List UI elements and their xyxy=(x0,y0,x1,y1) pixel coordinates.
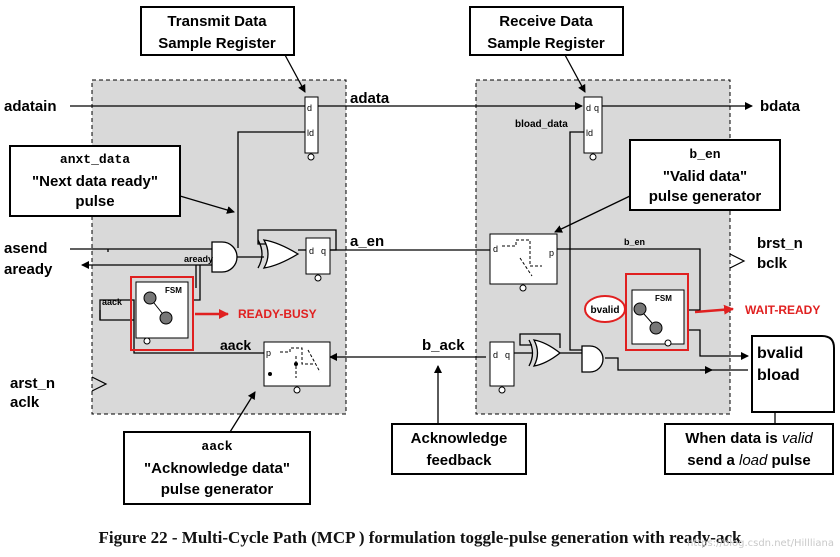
fsm-b-highlight xyxy=(625,273,689,351)
callout-b-en: b_en "Valid data" pulse generator xyxy=(554,139,781,233)
asend-label: asend xyxy=(4,240,47,257)
svg-text:Receive Data: Receive Data xyxy=(499,13,593,30)
xor-gate-a xyxy=(257,239,300,269)
svg-text:Sample Register: Sample Register xyxy=(158,35,276,52)
svg-text:p: p xyxy=(266,348,271,358)
svg-text:d: d xyxy=(493,244,498,254)
aack-pulse-generator: p xyxy=(263,341,331,394)
arst-n-label: arst_n xyxy=(10,375,55,392)
wait-ready-arrow xyxy=(694,304,734,315)
xor-gate-b xyxy=(528,339,562,367)
toggle-ff-a: d q xyxy=(305,237,331,282)
svg-text:"Next data ready": "Next data ready" xyxy=(32,173,158,190)
bvalid-out-label: bvalid xyxy=(757,345,803,362)
fsm-a: FSM xyxy=(135,281,189,345)
and-gate-b xyxy=(581,345,604,373)
b-en-pulse-generator: d p xyxy=(489,233,558,292)
and-gate-a xyxy=(211,241,238,273)
svg-text:Acknowledge: Acknowledge xyxy=(411,430,508,447)
aclk-label: aclk xyxy=(10,394,40,411)
adata-label: adata xyxy=(350,90,390,107)
svg-text:pulse: pulse xyxy=(75,193,114,210)
callout-ack-feedback: Acknowledge feedback xyxy=(391,365,527,475)
bvalid-label: bvalid xyxy=(591,305,620,316)
fsm-b: FSM xyxy=(631,289,685,347)
rx-data-register: d q ld xyxy=(583,96,603,161)
bload-out-label: bload xyxy=(757,367,800,384)
svg-text:q: q xyxy=(505,350,510,360)
b-ack-label: b_ack xyxy=(422,337,465,354)
aready-out-label: aready xyxy=(4,261,53,278)
svg-text:FSM: FSM xyxy=(655,294,672,303)
svg-text:d: d xyxy=(309,246,314,256)
tx-data-register: d ld xyxy=(304,96,319,161)
bclk-label: bclk xyxy=(757,255,788,272)
svg-text:q: q xyxy=(594,103,599,113)
svg-text:d: d xyxy=(307,103,312,113)
b-sync-ff: d q xyxy=(489,341,515,394)
aack-int-label: aack xyxy=(102,297,123,307)
svg-text:b_en: b_en xyxy=(689,147,720,162)
svg-text:pulse generator: pulse generator xyxy=(649,188,762,205)
svg-text:When data is valid: When data is valid xyxy=(685,430,813,447)
brst-n-label: brst_n xyxy=(757,235,803,252)
svg-text:"Valid data": "Valid data" xyxy=(663,168,747,185)
svg-text:pulse generator: pulse generator xyxy=(161,481,274,498)
svg-text:p: p xyxy=(549,248,554,258)
callout-transmit: Transmit Data Sample Register xyxy=(140,6,306,93)
watermark: https://blog.csdn.net/Hillliana xyxy=(687,538,834,549)
aack-big-label: aack xyxy=(220,337,251,353)
svg-text:q: q xyxy=(321,246,326,256)
clock-reset-inputs xyxy=(91,253,746,392)
svg-text:Sample Register: Sample Register xyxy=(487,35,605,52)
a-en-label: a_en xyxy=(350,233,384,250)
svg-text:"Acknowledge data": "Acknowledge data" xyxy=(144,460,290,477)
b-en-int-label: b_en xyxy=(624,237,645,247)
wait-ready-label: WAIT-READY xyxy=(745,303,820,317)
aready-int-label: aready xyxy=(184,254,213,264)
signal-labels: adatain adata bdata bload_data asend are… xyxy=(4,90,803,411)
svg-text:FSM: FSM xyxy=(165,286,182,295)
svg-text:anxt_data: anxt_data xyxy=(60,152,130,167)
svg-text:Transmit Data: Transmit Data xyxy=(167,13,267,30)
svg-text:send a load pulse: send a load pulse xyxy=(687,452,810,469)
svg-text:ld: ld xyxy=(586,128,593,138)
callout-valid-load: When data is valid send a load pulse xyxy=(664,412,834,475)
bvalid-highlight xyxy=(584,295,626,323)
bdata-label: bdata xyxy=(760,98,801,115)
bload-data-label: bload_data xyxy=(515,119,568,130)
callout-aack: aack "Acknowledge data" pulse generator xyxy=(123,391,311,505)
svg-text:ld: ld xyxy=(307,128,314,138)
svg-text:aack: aack xyxy=(201,439,232,454)
wiring xyxy=(70,102,753,374)
fsm-a-highlight xyxy=(130,276,194,351)
svg-text:d: d xyxy=(493,350,498,360)
svg-text:d: d xyxy=(586,103,591,113)
bvalid-bload-box xyxy=(751,335,835,413)
figure-caption: Figure 22 - Multi-Cycle Path (MCP ) form… xyxy=(98,528,742,547)
svg-text:feedback: feedback xyxy=(426,452,492,469)
adatain-label: adatain xyxy=(4,98,57,115)
callout-anxt-data: anxt_data "Next data ready" pulse xyxy=(9,145,235,217)
callout-receive: Receive Data Sample Register xyxy=(469,6,624,93)
ready-busy-label: READY-BUSY xyxy=(238,307,317,321)
